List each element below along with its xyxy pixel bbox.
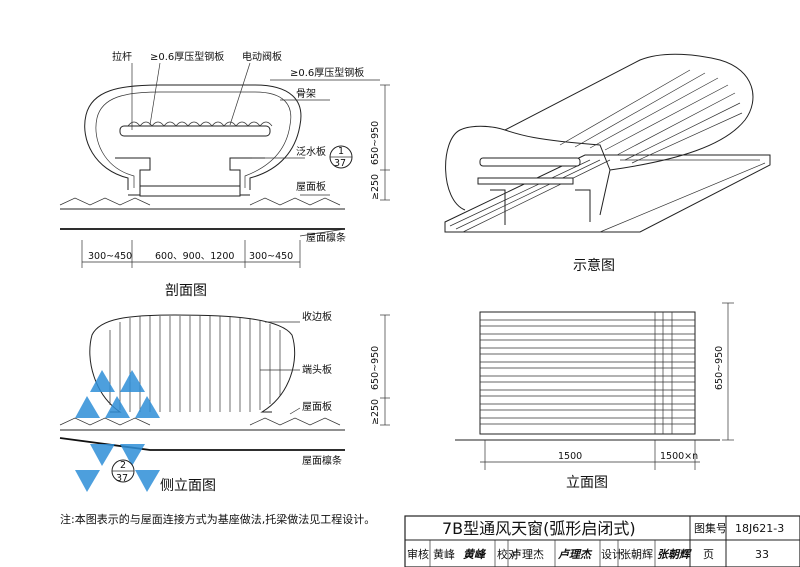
title-block-atlas-no: 18J621-3: [735, 522, 784, 535]
dim-base-text: ≥250: [370, 174, 381, 200]
label-flashing: 泛水板: [296, 145, 326, 158]
side-detail-ref-bottom: 37: [116, 473, 128, 484]
schematic-valve-plate: [479, 157, 581, 167]
label-motorized-valve: 电动阀板: [242, 50, 282, 63]
caption-elevation: 立面图: [566, 475, 608, 491]
side-roof-corrugation: [59, 417, 341, 426]
title-block-checker-sign: 卢理杰: [557, 548, 593, 561]
side-detail-ref-top: 2: [120, 460, 126, 471]
leader-side-roof: [289, 407, 301, 415]
valve-corrugation: [127, 121, 273, 127]
dim-middle-text: 600、900、1200: [155, 251, 234, 262]
title-block-review-label: 审核: [407, 547, 429, 561]
label-pull-rod: 拉杆: [112, 50, 132, 63]
leader-steel-plate-a: [149, 62, 161, 126]
label-steel-plate-a: ≥0.6厚压型钢板: [150, 50, 224, 63]
arch-housing-inner: [95, 91, 292, 188]
label-side-purlin: 屋面檩条: [302, 454, 342, 467]
side-dim-height-text: 650~950: [370, 346, 381, 390]
dim-left-text: 300~450: [88, 251, 132, 262]
detail-ref-bottom: 37: [334, 158, 346, 169]
schematic-base-sheet: [444, 154, 771, 233]
title-block-designer: 张朝辉: [620, 548, 653, 561]
dim-height-text: 650~950: [370, 121, 381, 165]
title-block-designer-sign: 张朝辉: [657, 548, 692, 561]
caption-schematic: 示意图: [573, 257, 615, 274]
schematic-view: 示意图: [444, 53, 771, 274]
base-beam: [139, 185, 241, 197]
caption-section: 剖面图: [165, 283, 207, 299]
label-side-roof-panel: 屋面板: [302, 400, 332, 413]
elevation-frame: [479, 311, 696, 435]
section-view: 拉杆 ≥0.6厚压型钢板 电动阀板 ≥0.6厚压型钢板 骨架 泛水板 屋面板 屋…: [59, 50, 390, 299]
label-end-plate: 端头板: [302, 363, 332, 376]
leader-motorized-valve: [229, 62, 251, 126]
title-block-check-label: 校对: [497, 547, 519, 561]
label-roof-panel: 屋面板: [296, 180, 326, 193]
leader-purlin: [299, 228, 346, 237]
detail-ref-top: 1: [338, 146, 344, 157]
side-view: 收边板 端头板 屋面板 屋面檩条 650~950 ≥250 2 37 侧立面图: [59, 310, 390, 494]
label-steel-plate-b: ≥0.6厚压型钢板: [290, 66, 364, 79]
valve-plate: [119, 125, 271, 137]
title-block-design-label: 设计: [601, 548, 623, 561]
side-purlin-line: [59, 437, 345, 451]
side-arch-outline: [89, 314, 296, 413]
arch-housing-outer: [84, 84, 302, 190]
side-dim-base-text: ≥250: [370, 399, 381, 425]
elevation-slats: [480, 312, 695, 434]
right-flashing: [229, 157, 265, 196]
label-purlin: 屋面檩条: [306, 231, 346, 244]
title-block-atlas-label: 图集号: [694, 521, 727, 535]
elevation-dim-length: 1500: [558, 451, 582, 462]
schematic-arch-ribs: [559, 69, 743, 164]
schematic-posts: [490, 189, 591, 225]
title-block-title: 7B型通风天窗(弧形启闭式): [442, 519, 636, 538]
title-block-page-label: 页: [703, 548, 714, 561]
schematic-frame-bar: [477, 177, 574, 185]
drawing-note: 注:本图表示的与屋面连接方式为基座做法,托梁做法见工程设计。: [60, 512, 375, 526]
label-edge-plate: 收边板: [302, 310, 332, 323]
elevation-view: 1500 1500×n 650~950 立面图: [455, 302, 734, 491]
elevation-dim-height: 650~950: [714, 346, 725, 390]
caption-side: 侧立面图: [160, 478, 216, 494]
title-block-checker: 卢理杰: [511, 548, 544, 561]
watermark-logo: [75, 370, 160, 492]
elevation-dim-length-n: 1500×n: [660, 451, 698, 462]
schematic-corrugation: [449, 159, 766, 233]
roof-corrugation: [59, 197, 341, 206]
schematic-arch-outline: [445, 53, 754, 216]
schematic-arch-edge: [504, 129, 611, 171]
title-block-page-no: 33: [755, 548, 769, 561]
title-block-reviewer: 黄峰: [433, 547, 455, 561]
left-flashing: [115, 157, 151, 196]
dim-right-text: 300~450: [249, 251, 293, 262]
title-block-reviewer-sign: 黄峰: [463, 548, 487, 561]
title-block: 7B型通风天窗(弧形启闭式) 图集号 18J621-3 审核 黄峰 黄峰 校对 …: [404, 515, 800, 567]
label-frame: 骨架: [296, 88, 316, 100]
side-ribs: [109, 316, 281, 412]
